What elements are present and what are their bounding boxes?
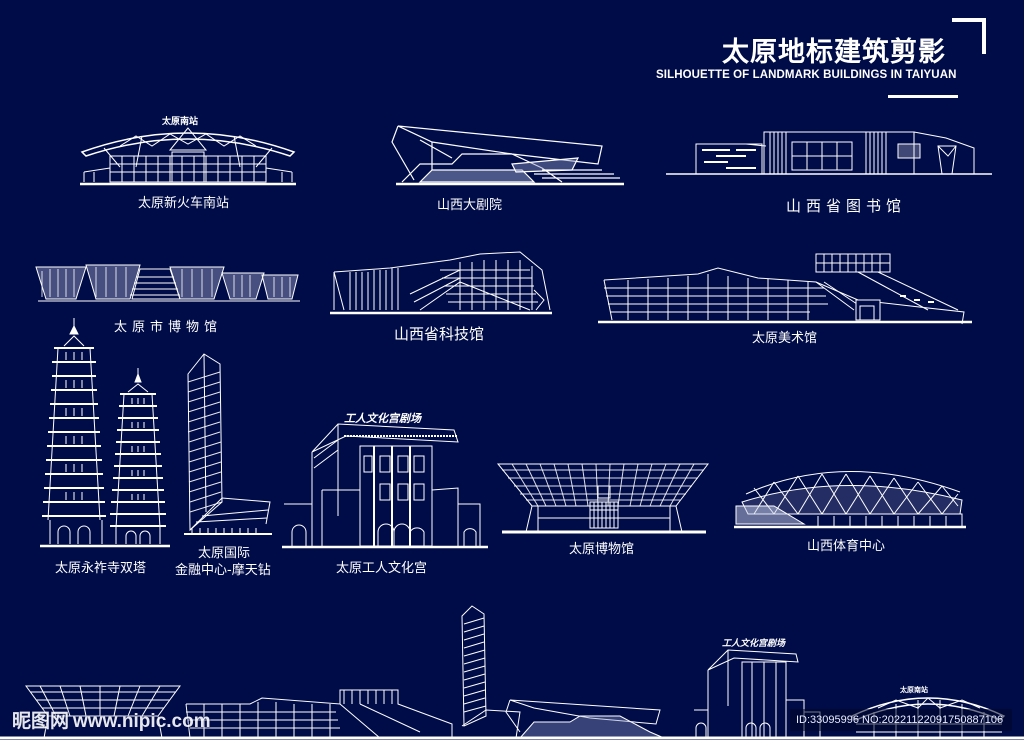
label-taiyuan-ifc-line2: 金融中心-摩天钻 [175,563,271,578]
label-taiyuan-ifc-line1: 太原国际 [198,546,251,561]
yongzuo-twin-pagodas-silhouette [40,318,170,550]
taiyuan-art-museum-silhouette [598,252,972,324]
shanxi-grand-theatre-silhouette [392,124,624,188]
label-taiyuan-art-museum: 太原美术馆 [752,331,818,346]
taiyuan-museum-silhouette [498,462,710,534]
svg-text:工人文化宫剧场: 工人文化宫剧场 [344,412,423,425]
label-yongzuo-twin-pagodas: 太原永祚寺双塔 [55,561,147,576]
shanxi-science-museum-silhouette [330,250,552,316]
label-shanxi-science-museum: 山西省科技馆 [394,325,485,343]
bottom-skyline-silhouette: 工人文化宫剧场 太原南站 [0,600,1024,740]
workers-cultural-palace-silhouette: 工人文化宫剧场 [282,412,488,550]
watermark-site-url: www.nipic.com [73,711,211,732]
taiyuan-ifc-tower-silhouette [182,352,274,536]
label-shanxi-library: 山西省图书馆 [786,197,907,215]
corner-bracket-decoration [952,18,986,54]
taiyuan-south-station-silhouette: 太原南站 [80,115,296,190]
shanxi-sports-center-silhouette [734,464,966,530]
label-shanxi-sports-center: 山西体育中心 [807,539,886,554]
svg-text:太原南站: 太原南站 [161,115,198,127]
shanxi-library-silhouette [666,128,992,176]
svg-text:太原南站: 太原南站 [900,685,928,694]
label-taiyuan-south-station: 太原新火车南站 [138,196,230,211]
label-taiyuan-city-museum: 太原市博物馆 [114,320,223,335]
poster-title-chinese: 太原地标建筑剪影 [722,37,946,68]
svg-text:工人文化宫剧场: 工人文化宫剧场 [722,638,786,649]
poster-title-english: SILHOUETTE OF LANDMARK BUILDINGS IN TAIY… [656,69,957,81]
taiyuan-city-museum-silhouette [36,263,302,303]
watermark-site-name: 昵图网 [12,710,70,732]
watermark-id: ID:33095996 NO:20221122091750887106 [790,709,1012,731]
label-workers-cultural-palace: 太原工人文化宫 [336,561,428,576]
label-shanxi-grand-theatre: 山西大剧院 [437,198,503,213]
label-taiyuan-museum: 太原博物馆 [569,542,635,557]
title-underline-decoration [888,95,958,98]
